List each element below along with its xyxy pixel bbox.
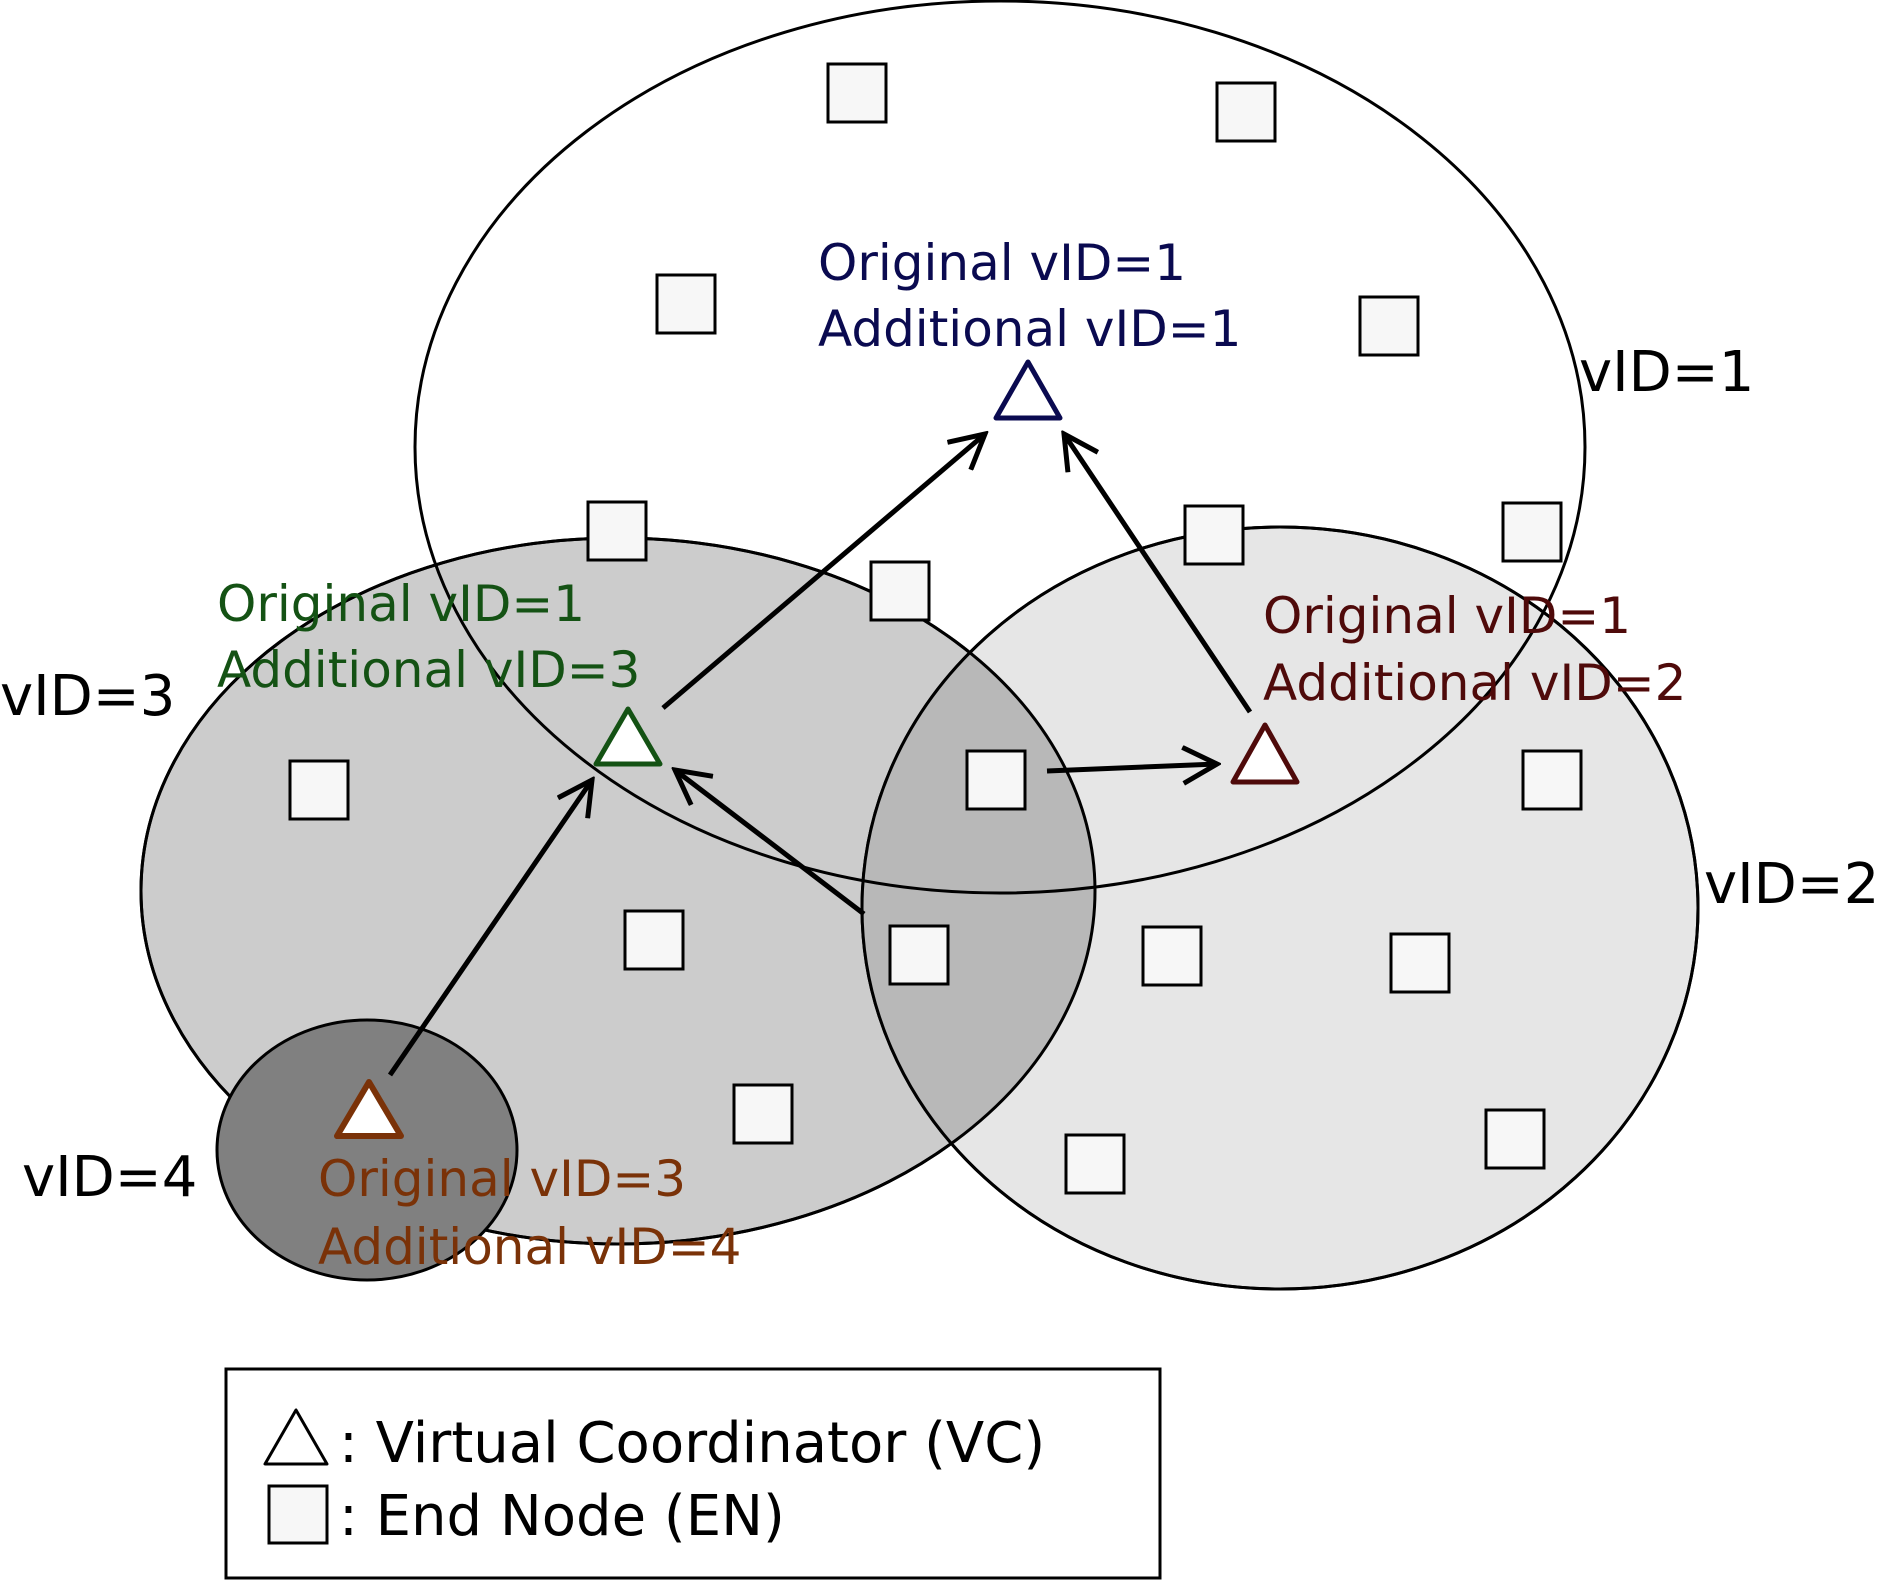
end-node-square [826, 62, 888, 124]
end-node-square [1501, 501, 1563, 563]
end-node-square [586, 500, 648, 562]
end-node-square [869, 560, 931, 622]
vc2-triangle-icon [1230, 722, 1300, 785]
end-node-square [1358, 295, 1420, 357]
vc1-triangle-icon [993, 359, 1063, 421]
region-vid2-outline [860, 525, 1700, 1291]
end-node-square [623, 909, 685, 971]
end-node-square [965, 749, 1027, 811]
end-node-square [288, 759, 350, 821]
arrow-en-to-vc2 [1046, 764, 1217, 771]
legend-square-icon [267, 1484, 329, 1545]
end-node-square [1521, 749, 1583, 811]
vc3-triangle-icon [593, 706, 663, 767]
legend-triangle-icon [263, 1408, 329, 1466]
region-vid1-ellipse [413, 0, 1587, 895]
arrow-vc2-to-vc1 [1064, 434, 1253, 714]
legend: : Virtual Coordinator (VC) : End Node (E… [224, 1367, 1162, 1580]
end-node-square [888, 924, 950, 986]
end-nodes [288, 62, 1583, 1195]
vc3-additional-label: Additional vID=3 [217, 641, 640, 699]
end-node-square [1183, 504, 1245, 566]
vc1-additional-label: Additional vID=1 [818, 300, 1241, 358]
arrow-vc3-to-vc1 [661, 434, 985, 710]
vc4-additional-label: Additional vID=4 [318, 1218, 741, 1276]
arrows [387, 434, 1253, 1077]
end-node-square [732, 1083, 794, 1145]
end-node-square [1484, 1108, 1546, 1170]
vc4-triangle-icon [334, 1079, 404, 1139]
end-node-square [1389, 932, 1451, 994]
region-label-vid1: vID=1 [1579, 340, 1754, 405]
legend-box [224, 1367, 1162, 1580]
vc4-original-label: Original vID=3 [318, 1150, 686, 1208]
end-node-square [1215, 81, 1277, 143]
region-label-vid2: vID=2 [1704, 852, 1879, 917]
end-node-square [1064, 1133, 1126, 1195]
vc1-original-label: Original vID=1 [818, 234, 1186, 292]
end-node-square [1141, 925, 1203, 987]
end-node-square [655, 273, 717, 335]
region-vid4-ellipse [215, 1018, 519, 1282]
vc2-additional-label: Additional vID=2 [1263, 654, 1686, 712]
arrow-en-to-vc3 [675, 770, 866, 916]
region-label-vid4: vID=4 [22, 1145, 197, 1210]
arrow-vc4-to-vc3 [387, 780, 592, 1077]
region-label-vid3: vID=3 [0, 664, 175, 729]
vc3-original-label: Original vID=1 [217, 575, 585, 633]
legend-en-label: : End Node (EN) [339, 1484, 785, 1549]
vc2-original-label: Original vID=1 [1263, 587, 1631, 645]
legend-vc-label: : Virtual Coordinator (VC) [339, 1411, 1045, 1476]
